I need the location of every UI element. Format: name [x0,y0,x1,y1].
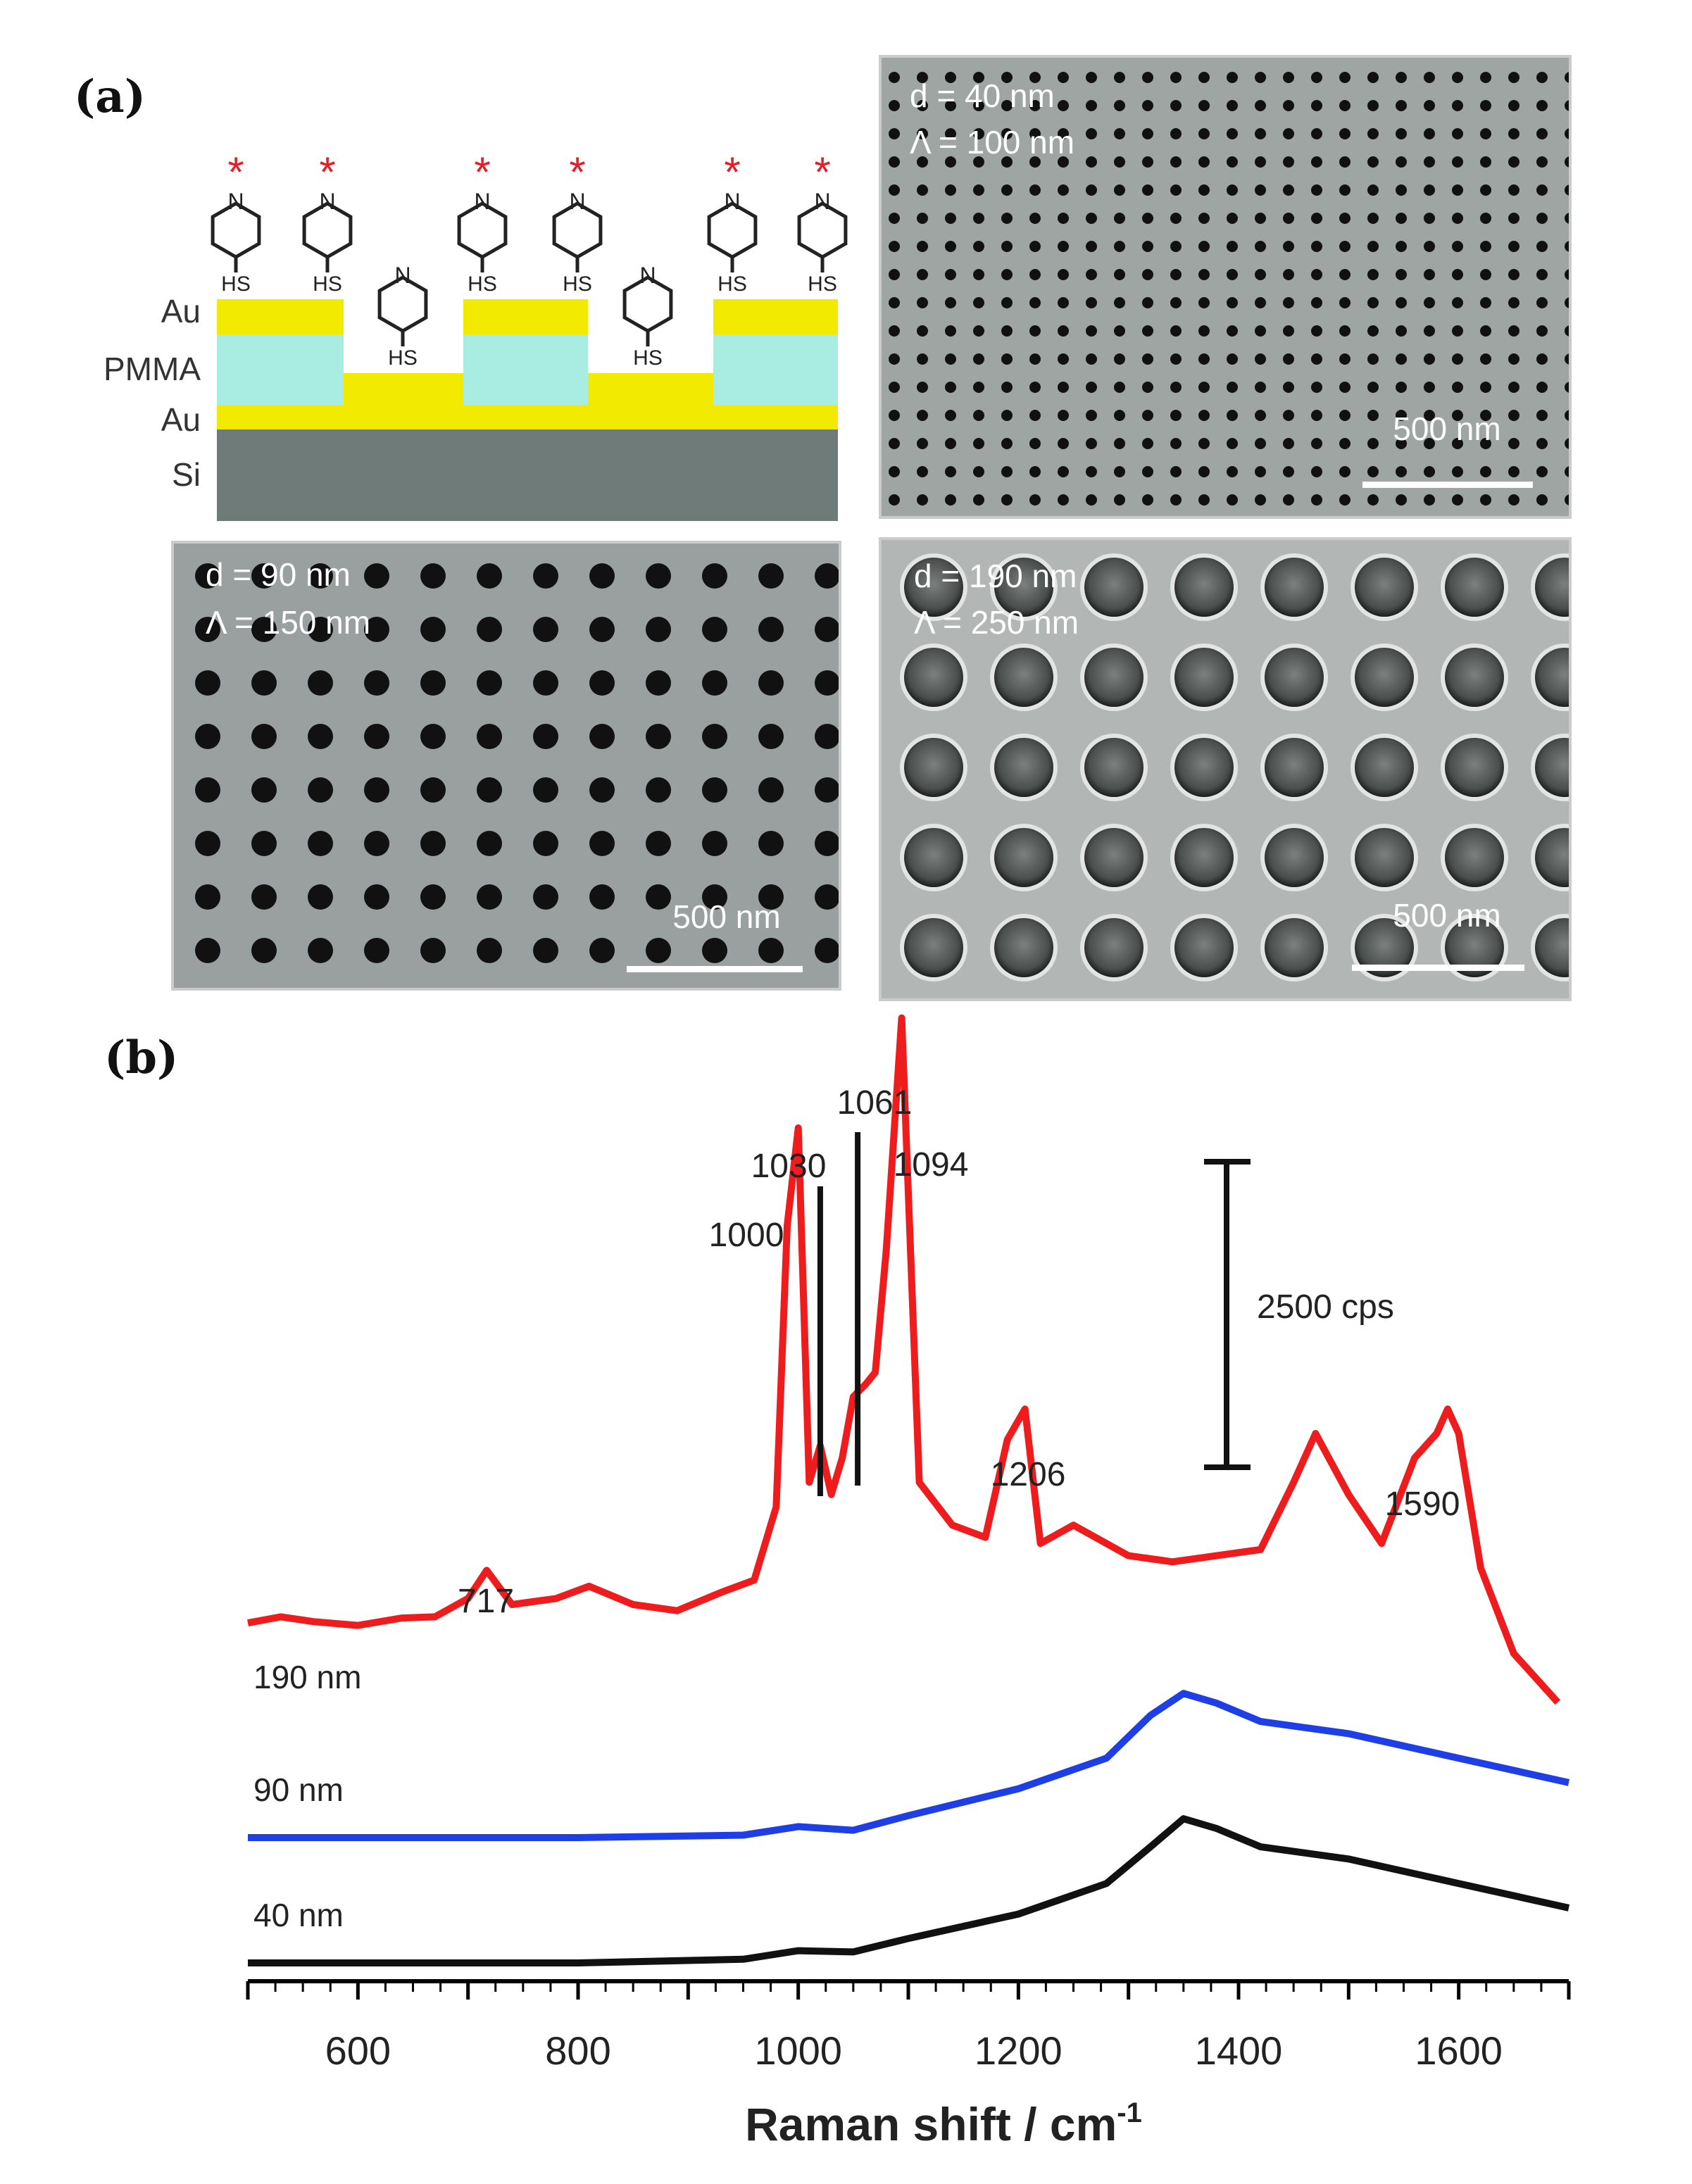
sem-2-scale-bar [627,966,803,972]
x-tick-label: 1200 [975,2028,1063,2073]
bottom-au-layer [217,405,838,429]
marker-icon: * [814,149,830,196]
marker-icon: * [319,149,335,196]
sem-3-period: Λ = 250 nm [914,604,1079,641]
thiol-label: HS [221,272,251,296]
series-label: 40 nm [253,1897,344,1933]
sem-3-scale-label: 500 nm [1393,897,1500,934]
sem-image-190nm: d = 190 nm Λ = 250 nm 500 nm [879,537,1572,1001]
marker-icon: * [724,149,740,196]
x-axis-label-superscript: -1 [1117,2097,1142,2128]
au-cap-1 [217,299,344,334]
marker-icon: * [569,149,585,196]
molecule-5: HS N* [552,149,603,296]
pmma-pillar-1 [217,334,344,405]
sem-image-90nm: d = 90 nm Λ = 150 nm 500 nm [171,541,841,991]
nitrogen-label: N [814,189,830,214]
nitrogen-label: N [319,189,335,214]
layer-label-au-bottom: Au [161,401,201,438]
nitrogen-label: N [639,263,656,288]
nitrogen-label: N [724,189,740,214]
x-tick-label: 1000 [754,2028,842,2073]
peak-label: 1094 [894,1146,969,1184]
pmma-pillar-2 [463,334,588,405]
panel-b-label: (b) [104,1031,179,1084]
sem-2-scale-label: 500 nm [672,898,780,935]
nitrogen-label: N [569,189,585,214]
peak-label: 1061 [837,1084,913,1122]
molecule-6: HS N [622,263,673,370]
molecule-7: HS N* [707,149,758,296]
molecule-3: HS N [377,263,428,370]
series-line-190-nm [247,1014,1561,1705]
peak-labels: 717 1000 1030 1061 1094 1206 1590 [458,1084,1460,1620]
au-strip-2 [588,373,713,405]
sem-2-period: Λ = 150 nm [206,604,370,641]
thiol-label: HS [563,272,592,296]
series-line-40-nm [248,1815,1570,1966]
si-substrate [217,429,838,521]
x-tick-label: 1600 [1415,2028,1503,2073]
molecule-4: HS N* [457,149,508,296]
sem-image-40nm: d = 40 nm Λ = 100 nm 500 nm [879,55,1572,519]
sem-3-diameter: d = 190 nm [914,558,1077,594]
x-tick-label: 1400 [1195,2028,1283,2073]
peak-label: 1206 [991,1456,1066,1493]
peak-label: 717 [458,1583,514,1620]
molecule-1: HS N* [211,149,261,296]
thiol-label: HS [468,272,497,296]
thiol-label: HS [808,272,837,296]
x-axis-ticks: 600 800 1000 1200 1400 1600 [246,1981,1571,2073]
layer-label-si: Si [172,456,201,493]
x-tick-label: 800 [545,2028,610,2073]
series-lines: 190 nm 90 nm 40 nm [247,1014,1570,1966]
series-line-90-nm [248,1690,1570,1841]
au-cap-3 [713,299,838,334]
series-label: 90 nm [253,1771,344,1808]
sem-1-diameter: d = 40 nm [910,77,1055,114]
molecule-2: HS N* [302,149,353,296]
x-axis-label: Raman shift / cm-1 [745,2097,1142,2150]
thiol-label: HS [633,346,663,370]
sem-1-scale-label: 500 nm [1393,410,1500,447]
au-cap-2 [463,299,588,334]
molecule-8: HS N* [797,149,848,296]
sem-1-period: Λ = 100 nm [910,124,1074,161]
x-tick-label: 600 [325,2028,391,2073]
series-label: 190 nm [253,1659,361,1695]
intensity-scale-bar: 2500 cps [1204,1159,1394,1470]
panel-a-label: (a) [74,70,146,123]
layer-label-pmma: PMMA [104,351,201,387]
nitrogen-label: N [474,189,490,214]
layer-label-au-top: Au [161,293,201,330]
sem-1-scale-bar [1362,482,1533,488]
au-strip-1 [344,373,463,405]
pmma-pillar-3 [713,334,838,405]
nitrogen-label: N [394,263,411,288]
thiol-label: HS [388,346,418,370]
raman-spectrum-chart: 600 800 1000 1200 1400 1600 Raman shift / cm-… [246,1014,1571,2150]
marker-icon: * [474,149,490,196]
peak-label: 1030 [751,1148,827,1185]
sem-2-diameter: d = 90 nm [206,556,351,593]
sem-3-scale-bar [1352,965,1524,971]
thiol-label: HS [717,272,747,296]
thiol-label: HS [313,272,342,296]
nitrogen-label: N [227,189,244,214]
peak-label: 1590 [1385,1486,1460,1523]
scale-bar-label: 2500 cps [1257,1288,1394,1326]
marker-icon: * [227,149,244,196]
peak-label: 1000 [709,1217,784,1254]
